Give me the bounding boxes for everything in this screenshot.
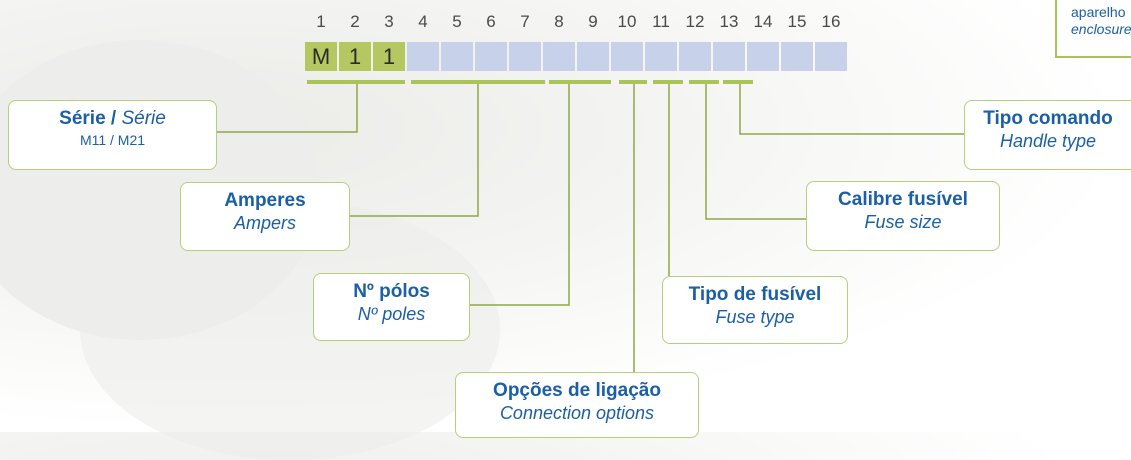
code-cell (747, 42, 779, 71)
code-cell (645, 42, 677, 71)
serie-box: Série / Série M11 / M21 (8, 100, 217, 170)
position-number: 14 (753, 12, 773, 31)
comando-box: Tipo comando Handle type (964, 100, 1131, 170)
position-number: 8 (554, 12, 564, 31)
code-cell (509, 42, 541, 71)
polos-title: Nº pólos (353, 281, 430, 302)
ligacao-subtitle: Connection options (499, 403, 655, 423)
group-bar-amperes (411, 80, 545, 84)
position-number: 6 (486, 12, 496, 31)
serie-title: Série / Série (59, 108, 166, 129)
code-cell: 1 (373, 42, 405, 71)
enclosure-corner-label: aparelho enclosure (1055, 0, 1131, 58)
code-cell (543, 42, 575, 71)
group-bar-tipo-fusivel (653, 80, 683, 84)
code-cell (781, 42, 813, 71)
group-bar-ligacao (619, 80, 647, 84)
position-number: 5 (452, 12, 462, 31)
group-bar-calibre (689, 80, 719, 84)
ligacao-box: Opções de ligação Connection options (455, 372, 699, 438)
group-bar-comando (723, 80, 753, 84)
position-number: 3 (384, 12, 394, 31)
group-bar-serie (307, 80, 405, 84)
ligacao-title: Opções de ligação (493, 380, 661, 401)
corner-line1: aparelho (1071, 4, 1126, 20)
code-cell (611, 42, 643, 71)
polos-box: Nº pólos Nº poles (313, 273, 470, 341)
code-cell (679, 42, 711, 71)
position-number: 2 (350, 12, 360, 31)
calibre-box: Calibre fusível Fuse size (806, 181, 1000, 251)
connector-serie (217, 84, 358, 133)
amperes-subtitle: Ampers (233, 213, 296, 233)
position-number: 9 (588, 12, 598, 31)
code-cell: 1 (339, 42, 371, 71)
position-number: 1 (316, 12, 326, 31)
polos-subtitle: Nº poles (357, 304, 426, 324)
amperes-box: Amperes Ampers (180, 182, 350, 251)
tipo-fusivel-subtitle: Fuse type (715, 307, 795, 327)
code-cell (815, 42, 847, 71)
tipo-fusivel-title: Tipo de fusível (688, 284, 822, 305)
tipo-fusivel-box: Tipo de fusível Fuse type (662, 276, 848, 344)
position-number: 12 (685, 12, 705, 31)
position-number: 7 (520, 12, 530, 31)
position-number: 13 (719, 12, 739, 31)
code-cell: M (305, 42, 337, 71)
amperes-title: Amperes (224, 190, 306, 211)
connector-calibre (705, 84, 806, 220)
position-number: 11 (652, 12, 670, 31)
code-cell (577, 42, 609, 71)
connector-amperes (350, 84, 479, 217)
connector-polos (470, 84, 570, 306)
code-cell (407, 42, 439, 71)
code-cell (441, 42, 473, 71)
comando-title: Tipo comando (983, 108, 1113, 129)
calibre-subtitle: Fuse size (864, 212, 942, 232)
position-number: 16 (821, 12, 841, 31)
serie-values: M11 / M21 (79, 132, 146, 148)
position-number: 4 (418, 12, 428, 31)
connector-comando (739, 84, 964, 135)
position-number: 15 (787, 12, 807, 31)
corner-line2: enclosure (1071, 21, 1131, 37)
code-cell (475, 42, 507, 71)
group-bar-polos (549, 80, 611, 84)
connector-lines (217, 84, 964, 372)
code-cell (713, 42, 745, 71)
calibre-title: Calibre fusível (838, 189, 968, 210)
comando-subtitle: Handle type (999, 131, 1097, 151)
position-number: 10 (617, 12, 637, 31)
